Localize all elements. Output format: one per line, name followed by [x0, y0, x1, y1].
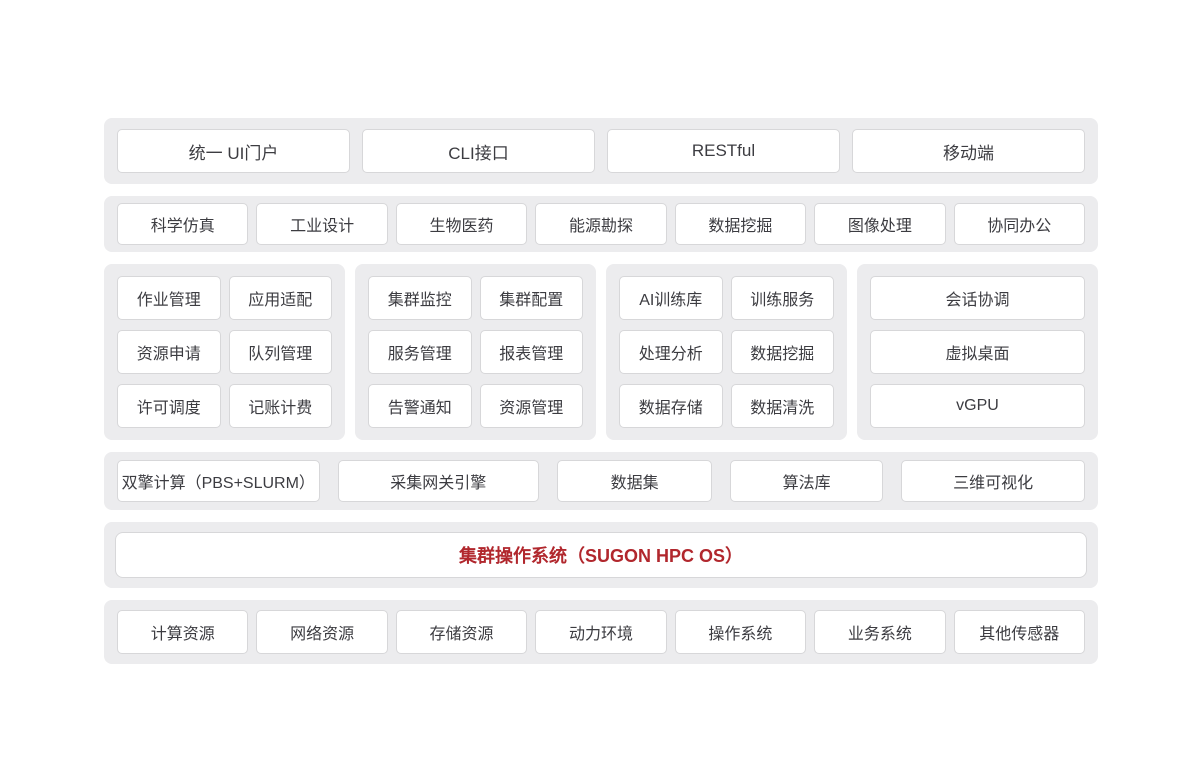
module-card: 虚拟桌面: [870, 330, 1085, 374]
engine-layer-band: 双擎计算（PBS+SLURM） 采集网关引擎 数据集 算法库 三维可视化: [104, 452, 1098, 510]
card-restful: RESTful: [607, 129, 840, 173]
group-job-management: 作业管理 应用适配 资源申请 队列管理 许可调度 记账计费: [104, 264, 345, 440]
card-data-mining: 数据挖掘: [674, 203, 807, 245]
module-card: 服务管理: [368, 330, 472, 374]
engine-layer-cards: 双擎计算（PBS+SLURM） 采集网关引擎 数据集 算法库 三维可视化: [117, 460, 1085, 502]
card-collaborative-office: 协同办公: [953, 203, 1085, 245]
card-unified-ui-portal: 统一 UI门户: [117, 129, 350, 173]
application-layer-cards: 科学仿真 工业设计 生物医药 能源勘探 数据挖掘 图像处理 协同办公: [117, 203, 1085, 245]
module-card: 许可调度: [117, 384, 221, 428]
group-cluster-management: 集群监控 集群配置 服务管理 报表管理 告警通知 资源管理: [355, 264, 596, 440]
application-layer-band: 科学仿真 工业设计 生物医药 能源勘探 数据挖掘 图像处理 协同办公: [104, 196, 1098, 252]
group-virtual-desktop: 会话协调 虚拟桌面 vGPU: [857, 264, 1098, 440]
card-3d-visualization: 三维可视化: [901, 460, 1085, 502]
diagram-stack: 统一 UI门户 CLI接口 RESTful 移动端 科学仿真 工业设计 生物医药…: [104, 118, 1098, 664]
card-compute-resource: 计算资源: [117, 610, 249, 654]
module-card: 资源管理: [479, 384, 583, 428]
module-card: 数据挖掘: [730, 330, 834, 374]
card-network-resource: 网络资源: [256, 610, 388, 654]
resource-layer-cards: 计算资源 网络资源 存储资源 动力环境 操作系统 业务系统 其他传感器: [117, 610, 1085, 654]
card-industrial-design: 工业设计: [256, 203, 388, 245]
module-card: AI训练库: [619, 276, 723, 320]
card-storage-resource: 存储资源: [395, 610, 528, 654]
module-card: 报表管理: [479, 330, 583, 374]
module-card: 训练服务: [730, 276, 834, 320]
module-card: 作业管理: [117, 276, 221, 320]
card-image-processing: 图像处理: [814, 203, 946, 245]
card-other-sensors: 其他传感器: [953, 610, 1085, 654]
card-power-environment: 动力环境: [535, 610, 667, 654]
module-card: 集群配置: [479, 276, 583, 320]
card-collection-gateway-engine: 采集网关引擎: [337, 460, 540, 502]
card-cluster-os-title: 集群操作系统（SUGON HPC OS）: [115, 532, 1087, 578]
module-card: 记账计费: [228, 384, 332, 428]
module-card: 资源申请: [117, 330, 221, 374]
access-layer-band: 统一 UI门户 CLI接口 RESTful 移动端: [104, 118, 1098, 184]
module-card: 数据存储: [619, 384, 723, 428]
access-layer-cards: 统一 UI门户 CLI接口 RESTful 移动端: [117, 129, 1085, 173]
card-biomedicine: 生物医药: [395, 203, 528, 245]
module-card: 处理分析: [619, 330, 723, 374]
card-scientific-simulation: 科学仿真: [117, 203, 249, 245]
module-card: 告警通知: [368, 384, 472, 428]
card-dual-engine-compute: 双擎计算（PBS+SLURM）: [117, 460, 320, 502]
card-algorithm-library: 算法库: [730, 460, 884, 502]
module-groups-row: 作业管理 应用适配 资源申请 队列管理 许可调度 记账计费 集群监控 集群配置 …: [104, 264, 1098, 440]
resource-layer-band: 计算资源 网络资源 存储资源 动力环境 操作系统 业务系统 其他传感器: [104, 600, 1098, 664]
card-cli-interface: CLI接口: [362, 129, 595, 173]
module-card: 会话协调: [870, 276, 1085, 320]
module-card: 数据清洗: [730, 384, 834, 428]
group-ai-data: AI训练库 训练服务 处理分析 数据挖掘 数据存储 数据清洗: [606, 264, 847, 440]
module-card: vGPU: [870, 384, 1085, 428]
card-energy-exploration: 能源勘探: [535, 203, 667, 245]
module-card: 应用适配: [228, 276, 332, 320]
os-layer-band: 集群操作系统（SUGON HPC OS）: [104, 522, 1098, 588]
card-mobile: 移动端: [852, 129, 1085, 173]
module-card: 队列管理: [228, 330, 332, 374]
module-card: 集群监控: [368, 276, 472, 320]
card-dataset: 数据集: [557, 460, 713, 502]
card-operating-system: 操作系统: [674, 610, 807, 654]
card-business-system: 业务系统: [814, 610, 946, 654]
